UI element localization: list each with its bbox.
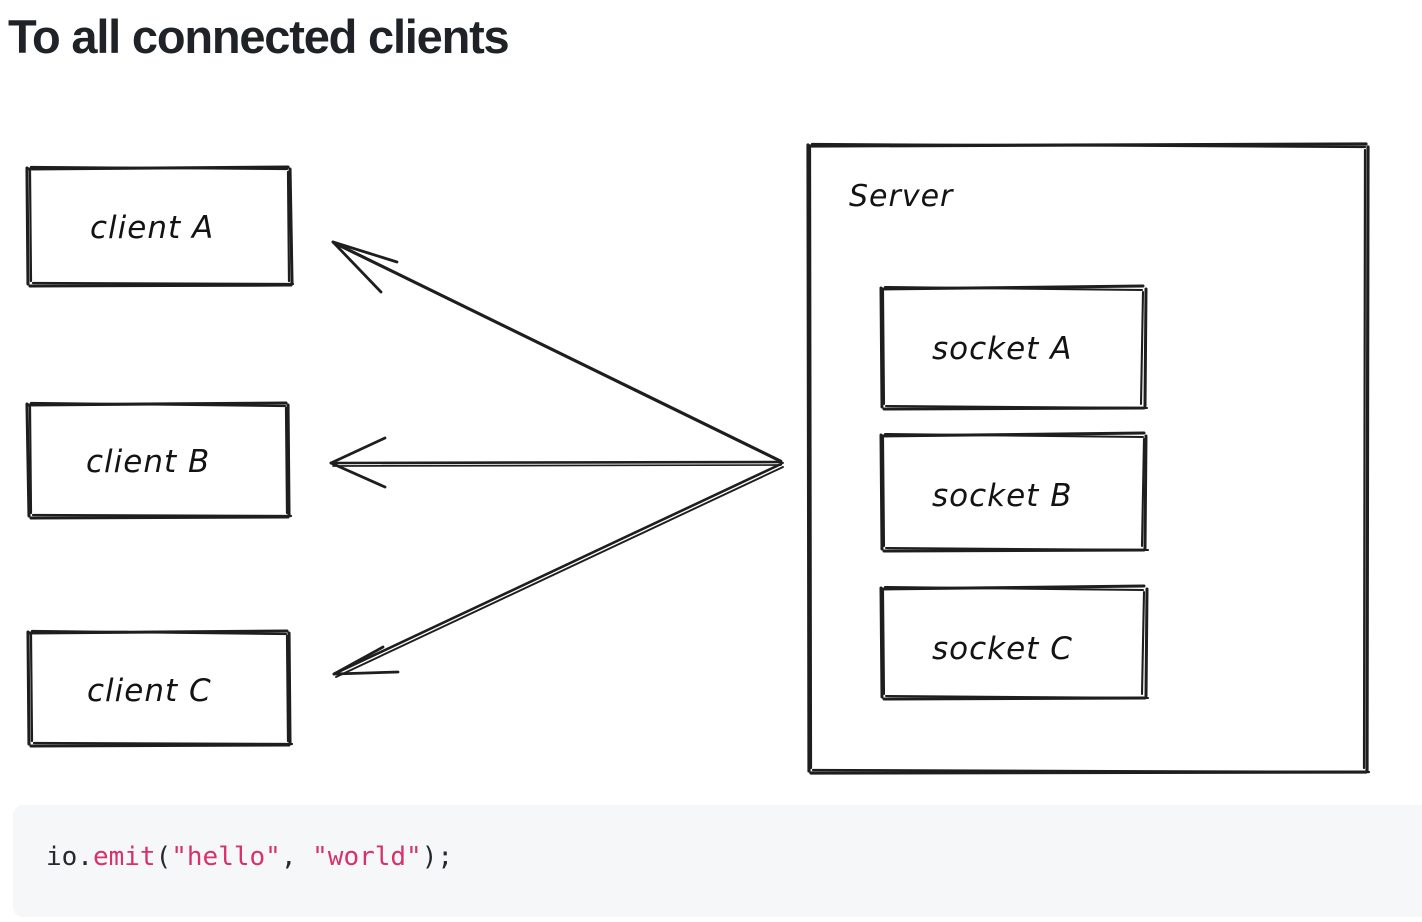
server-label: Server [849, 179, 954, 214]
socket-a-label: socket A [932, 331, 1072, 367]
code-line: io.emit("hello", "world"); [46, 838, 1422, 877]
code-token-5: "world" [312, 842, 422, 872]
client-c-box[interactable]: client C [26, 629, 294, 748]
code-block: io.emit("hello", "world"); [13, 805, 1422, 917]
socket-b-label: socket B [932, 478, 1072, 514]
socket-c-box[interactable]: socket C [879, 584, 1150, 701]
arrow-to-client-a [331, 240, 784, 464]
broadcast-diagram: .sk { fill:none; stroke:#1e1e1e; stroke-… [0, 120, 1422, 790]
server-box[interactable]: Server [806, 142, 1371, 775]
arrow-to-client-c [332, 462, 784, 678]
code-token-3: "hello" [171, 842, 281, 872]
client-b-box[interactable]: client B [25, 401, 293, 520]
code-token-0: io. [46, 842, 93, 872]
code-token-4: , [280, 842, 313, 872]
socket-c-label: socket C [932, 631, 1073, 667]
client-a-box[interactable]: client A [25, 165, 295, 288]
code-token-2: ( [155, 842, 172, 872]
socket-a-box[interactable]: socket A [879, 284, 1149, 411]
arrow-to-client-b [329, 436, 783, 489]
client-a-label: client A [90, 210, 214, 246]
client-c-label: client C [87, 673, 212, 709]
client-b-label: client B [86, 444, 210, 480]
socket-b-box[interactable]: socket B [879, 431, 1150, 553]
page-title: To all connected clients [8, 10, 510, 63]
code-token-1: emit [92, 842, 156, 872]
code-token-6: ); [421, 842, 454, 872]
